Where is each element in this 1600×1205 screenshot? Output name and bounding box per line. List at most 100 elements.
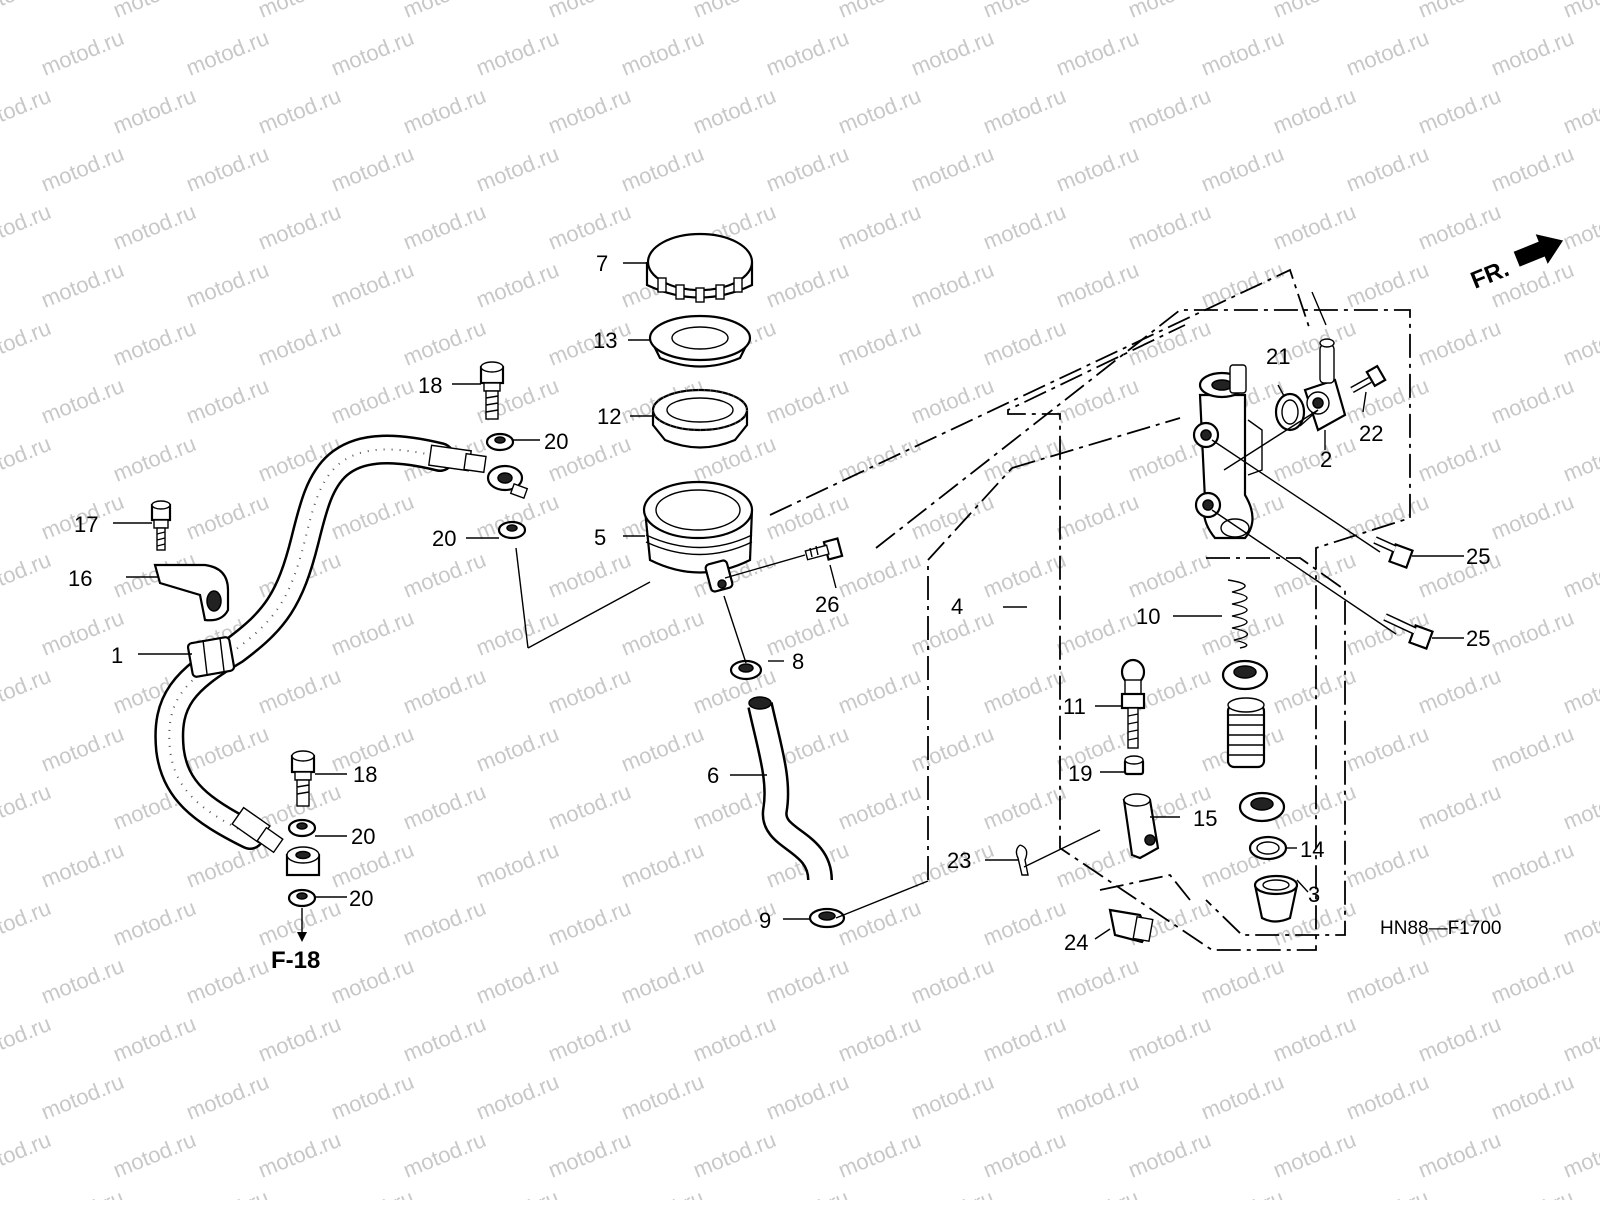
watermark-text: motod.ru — [0, 1011, 54, 1067]
watermark-text: motod.ru — [38, 373, 128, 429]
callout-2: 2 — [1320, 447, 1332, 472]
watermark-text: motod.ru — [38, 257, 128, 313]
watermark-text: motod.ru — [545, 779, 635, 835]
watermark-text: motod.ru — [1488, 1069, 1578, 1125]
watermark-text: motod.ru — [763, 257, 853, 313]
watermark-text: motod.ru — [400, 199, 490, 255]
callout-20-b: 20 — [432, 526, 456, 551]
watermark-text: motod.ru — [400, 0, 490, 23]
watermark-text: motod.ru — [1270, 1127, 1360, 1183]
watermark-text: motod.ru — [1343, 25, 1433, 81]
watermark-text: motod.ru — [618, 605, 708, 661]
watermark-text: motod.ru — [1343, 373, 1433, 429]
watermark-text: motod.ru — [473, 1069, 563, 1125]
watermark-text: motod.ru — [1560, 1127, 1600, 1183]
callout-labels: 1 2 3 4 5 6 7 8 9 10 11 12 13 14 15 16 1… — [68, 251, 1490, 955]
watermark-text: motod.ru — [618, 1185, 708, 1200]
watermark-text: motod.ru — [183, 953, 273, 1009]
watermark-text: motod.ru — [473, 721, 563, 777]
watermark-text: motod.ru — [980, 1127, 1070, 1183]
watermark-text: motod.ru — [110, 0, 200, 23]
watermark-text: motod.ru — [545, 0, 635, 23]
watermark-text: motod.ru — [400, 779, 490, 835]
watermark-text: motod.ru — [835, 1011, 925, 1067]
watermark-text: motod.ru — [545, 83, 635, 139]
watermark-text: motod.ru — [328, 257, 418, 313]
watermark-text: motod.ru — [763, 1069, 853, 1125]
watermark-text: motod.ru — [835, 663, 925, 719]
watermark-text: motod.ru — [618, 1069, 708, 1125]
watermark-text: motod.ru — [1125, 1011, 1215, 1067]
watermark-text: motod.ru — [38, 721, 128, 777]
watermark-text: motod.ru — [1560, 199, 1600, 255]
watermark-text: motod.ru — [110, 895, 200, 951]
watermark-text: motod.ru — [835, 83, 925, 139]
callout-19: 19 — [1068, 761, 1092, 786]
watermark-text: motod.ru — [1198, 1069, 1288, 1125]
watermark-text: motod.ru — [980, 663, 1070, 719]
watermark-text: motod.ru — [545, 547, 635, 603]
callout-4: 4 — [951, 594, 963, 619]
watermark-text: motod.ru — [763, 141, 853, 197]
mount-bolt-upper — [1373, 536, 1414, 569]
watermark-text: motod.ru — [1488, 605, 1578, 661]
watermark-text: motod.ru — [1053, 605, 1143, 661]
watermark-text: motod.ru — [835, 779, 925, 835]
callout-26: 26 — [815, 592, 839, 617]
watermark-text: motod.ru — [473, 257, 563, 313]
hose-clip-upper — [729, 659, 763, 681]
watermark-text: motod.ru — [473, 837, 563, 893]
joint-pin — [1015, 844, 1029, 876]
watermark-text: motod.ru — [1560, 1011, 1600, 1067]
watermark-text: motod.ru — [1560, 431, 1600, 487]
watermark-text: motod.ru — [1053, 837, 1143, 893]
callout-22: 22 — [1359, 421, 1383, 446]
watermark-text: motod.ru — [255, 315, 345, 371]
watermark-text: motod.ru — [183, 141, 273, 197]
reference-label: F-18 — [271, 947, 320, 974]
watermark-text: motod.ru — [980, 199, 1070, 255]
bracket-bolt — [150, 500, 172, 551]
watermark-text: motod.ru — [545, 199, 635, 255]
watermark-text: motod.ru — [255, 0, 345, 23]
watermark-text: motod.ru — [400, 315, 490, 371]
watermark-text: motod.ru — [1198, 25, 1288, 81]
watermark-text: motod.ru — [183, 257, 273, 313]
watermark-text: motod.ru — [835, 315, 925, 371]
watermark-text: motod.ru — [835, 199, 925, 255]
reservoir-plate — [648, 314, 752, 368]
watermark-text: motod.ru — [38, 25, 128, 81]
watermark-text: motod.ru — [1270, 199, 1360, 255]
watermark-text: motod.ru — [908, 141, 998, 197]
watermark-text: motod.ru — [1415, 779, 1505, 835]
watermark-text: motod.ru — [400, 663, 490, 719]
watermark-text: motod.ru — [1343, 953, 1433, 1009]
watermark-text: motod.ru — [1415, 315, 1505, 371]
watermark-text: motod.ru — [38, 141, 128, 197]
watermark-text: motod.ru — [1053, 1185, 1143, 1200]
watermark-text: motod.ru — [255, 663, 345, 719]
reservoir-diaphragm — [651, 388, 749, 449]
watermark-text: motod.ru — [545, 895, 635, 951]
callout-11: 11 — [1063, 694, 1086, 719]
watermark-text: motod.ru — [980, 83, 1070, 139]
watermark-text: motod.ru — [908, 1069, 998, 1125]
watermark-text: motod.ru — [1270, 1011, 1360, 1067]
watermark-text: motod.ru — [618, 837, 708, 893]
watermark-text: motod.ru — [835, 0, 925, 23]
watermark-text: motod.ru — [473, 25, 563, 81]
diagram-code: HN88—F1700 — [1380, 918, 1501, 939]
watermark-text: motod.ru — [255, 1127, 345, 1183]
watermark-text: motod.ru — [0, 199, 54, 255]
watermark-text: motod.ru — [908, 953, 998, 1009]
watermark-text: motod.ru — [255, 1011, 345, 1067]
watermark-text: motod.ru — [328, 141, 418, 197]
leader-lines — [113, 262, 1464, 940]
watermark-text: motod.ru — [110, 199, 200, 255]
brake-hose — [154, 434, 529, 854]
watermark-text: motod.ru — [1053, 141, 1143, 197]
watermark-text: motod.ru — [183, 373, 273, 429]
watermark-text: motod.ru — [1488, 141, 1578, 197]
